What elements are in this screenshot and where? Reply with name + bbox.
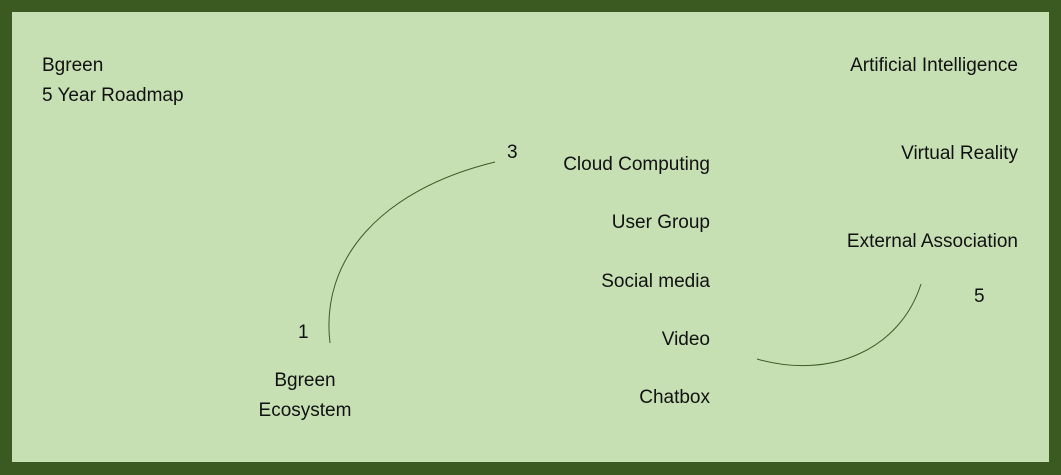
milestone-3: 3 xyxy=(507,142,518,163)
roadmap-title-line2: 5 Year Roadmap xyxy=(42,85,184,106)
year5-item: Virtual Reality xyxy=(901,143,1018,164)
year3-item: Cloud Computing xyxy=(563,154,710,175)
roadmap-title-line1: Bgreen xyxy=(42,55,104,76)
year5-item: External Association xyxy=(846,231,1018,252)
year3-item: Social media xyxy=(601,271,710,292)
ecosystem-label-line1: Bgreen xyxy=(274,370,336,391)
ecosystem-label-line2: Ecosystem xyxy=(258,400,352,421)
milestone-5: 5 xyxy=(974,286,985,307)
year3-item: Video xyxy=(661,329,710,350)
milestone-1: 1 xyxy=(298,322,309,343)
diagram-canvas xyxy=(12,12,1049,462)
year3-item: User Group xyxy=(611,212,710,233)
year5-item: Artificial Intelligence xyxy=(850,55,1018,76)
year3-item: Chatbox xyxy=(639,387,710,408)
